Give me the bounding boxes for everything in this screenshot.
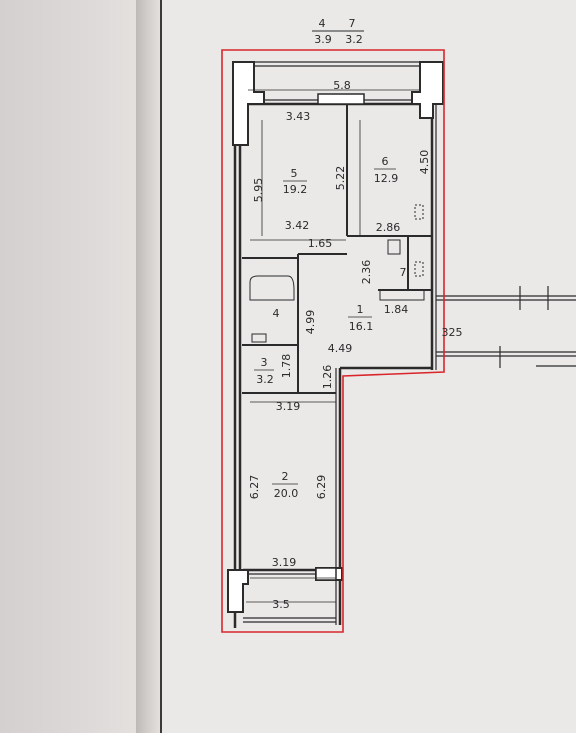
dim-6-27: 6.27 — [248, 475, 261, 500]
room-6-number: 6 — [382, 155, 389, 168]
dimension-lines — [246, 89, 420, 603]
room-7-number: 7 — [400, 266, 407, 279]
dim-2-86: 2.86 — [376, 221, 401, 234]
header-numbers: 4 7 3.9 3.2 — [312, 17, 364, 46]
room-3-area: 3.2 — [256, 373, 274, 386]
dim-2-36: 2.36 — [360, 260, 373, 285]
walls — [233, 61, 437, 628]
counter-icon — [379, 289, 425, 301]
dim-1-26: 1.26 — [321, 365, 334, 390]
apartment-boundary — [221, 49, 445, 633]
dim-5-22: 5.22 — [334, 166, 347, 191]
header-bottom-2: 3.2 — [345, 33, 363, 46]
dim-6-29: 6.29 — [315, 475, 328, 500]
room-5-area: 19.2 — [283, 183, 308, 196]
dim-1-84: 1.84 — [384, 303, 409, 316]
room-2-area: 20.0 — [274, 487, 299, 500]
room-4-number: 4 — [273, 307, 280, 320]
neighbor-walls — [436, 286, 576, 368]
bathtub-icon — [249, 275, 295, 301]
dim-4-49: 4.49 — [328, 342, 353, 355]
room-2-number: 2 — [282, 470, 289, 483]
dimension-labels: 5.8 3.43 5.95 5.22 4.50 3.42 2.86 1.65 2… — [248, 79, 463, 611]
dim-5-8: 5.8 — [333, 79, 351, 92]
room-3-number: 3 — [261, 356, 268, 369]
dim-3-42: 3.42 — [285, 219, 310, 232]
windows — [315, 93, 365, 581]
header-bottom-1: 3.9 — [314, 33, 332, 46]
book-gutter — [136, 0, 162, 733]
dim-3-19-middle: 3.19 — [276, 400, 301, 413]
dim-3-19-bottom: 3.19 — [272, 556, 297, 569]
dim-5-95: 5.95 — [252, 178, 265, 203]
room-5-number: 5 — [291, 167, 298, 180]
fixtures — [249, 204, 425, 343]
radiator-icon — [414, 204, 424, 220]
dim-1-78: 1.78 — [280, 354, 293, 379]
dim-3-5: 3.5 — [272, 598, 290, 611]
room-labels: 5 19.2 6 12.9 1 16.1 4 3 3.2 2 20.0 7 — [254, 155, 407, 500]
room-1-area: 16.1 — [349, 320, 374, 333]
dim-4-99: 4.99 — [304, 310, 317, 335]
left-page — [0, 0, 140, 733]
radiator-icon-2 — [414, 261, 424, 277]
dim-4-50: 4.50 — [418, 150, 431, 175]
toilet-icon — [387, 239, 401, 255]
header-top-2: 7 — [349, 17, 356, 30]
dim-3-43: 3.43 — [286, 110, 311, 123]
room-6-area: 12.9 — [374, 172, 399, 185]
header-top-1: 4 — [319, 17, 326, 30]
dim-325: 325 — [442, 326, 463, 339]
dim-1-65: 1.65 — [308, 237, 333, 250]
room-1-number: 1 — [357, 303, 364, 316]
page-margin-line — [160, 0, 162, 733]
sink-icon — [251, 333, 267, 343]
